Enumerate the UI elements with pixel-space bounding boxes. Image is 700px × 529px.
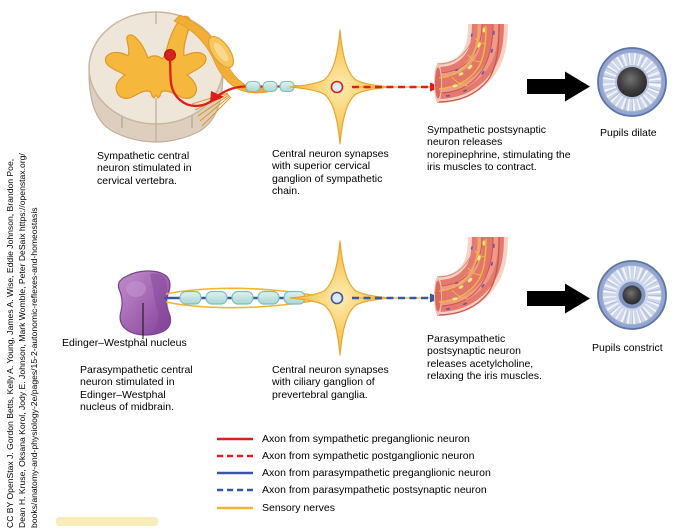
parasympathetic-step1-label: Parasympathetic central neuron stimulate… [80, 364, 193, 414]
sympathetic-step1-label: Sympathetic central neuron stimulated in… [97, 150, 192, 187]
stray-yellow-mark [56, 517, 158, 526]
sympathetic-preganglionic-axon [168, 56, 333, 108]
legend-label: Axon from parasympathetic preganglionic … [262, 467, 491, 480]
pupils-dilate-label: Pupils dilate [600, 127, 657, 139]
legend-label: Axon from sympathetic preganglionic neur… [262, 432, 470, 445]
spinal-cord-illustration [88, 11, 269, 143]
legend-label: Axon from parasympathetic postsynaptic n… [262, 484, 487, 497]
myelin-segments [245, 80, 295, 93]
legend-item-parasympathetic-postsynaptic: Axon from parasympathetic postsynaptic n… [216, 482, 491, 499]
sympathetic-step2-label: Central neuron synapses with superior ce… [272, 148, 389, 198]
iris-muscle-illustration [434, 237, 499, 316]
legend-item-parasympathetic-preganglionic: Axon from parasympathetic preganglionic … [216, 465, 491, 482]
attribution-line: books/anatomy-and-physiology-2e/pages/15… [28, 207, 39, 528]
solid-blue-line-icon [217, 471, 253, 475]
attribution-line: CC BY OpenStax J. Gordon Betts, Kelly A.… [5, 158, 15, 528]
edinger-westphal-nucleus-illustration [117, 270, 172, 339]
right-arrow-icon [527, 283, 590, 314]
constricted-pupil-illustration [598, 261, 666, 329]
edinger-westphal-nucleus-label: Edinger–Westphal nucleus [62, 337, 187, 349]
legend-item-sympathetic-preganglionic: Axon from sympathetic preganglionic neur… [216, 430, 491, 447]
parasympathetic-step3-label: Parasympathetic postsynaptic neuron rele… [427, 333, 542, 383]
iris-muscle-illustration [434, 24, 499, 103]
dashed-red-line-icon [217, 454, 253, 458]
parasympathetic-pathway-row [117, 237, 666, 356]
solid-gold-line-icon [217, 506, 253, 509]
ganglion-nucleus [330, 291, 344, 305]
dilated-pupil-illustration [598, 48, 666, 116]
solid-red-line-icon [217, 437, 253, 440]
ganglion-nucleus [330, 80, 344, 94]
attribution-line: Dean H. Kruse, Oksana Korol, Jody E. Joh… [16, 153, 27, 528]
axon-arrowhead [210, 91, 224, 103]
right-arrow-icon [527, 71, 590, 102]
legend-label: Axon from sympathetic postganglionic neu… [262, 449, 475, 462]
attribution-text: CC BY OpenStax J. Gordon Betts, Kelly A.… [5, 4, 40, 528]
legend-item-sensory-nerves: Sensory nerves [216, 499, 491, 516]
myelin-segments [179, 290, 306, 305]
sympathetic-pathway-row [88, 11, 666, 145]
legend-item-sympathetic-postganglionic: Axon from sympathetic postganglionic neu… [216, 447, 491, 464]
legend-label: Sensory nerves [262, 501, 335, 514]
dashed-blue-line-icon [217, 489, 253, 492]
sympathetic-step3-label: Sympathetic postsynaptic neuron releases… [427, 124, 571, 174]
pupils-constrict-label: Pupils constrict [592, 342, 663, 354]
parasympathetic-step2-label: Central neuron synapses with ciliary gan… [272, 364, 389, 401]
legend: Axon from sympathetic preganglionic neur… [216, 430, 491, 516]
